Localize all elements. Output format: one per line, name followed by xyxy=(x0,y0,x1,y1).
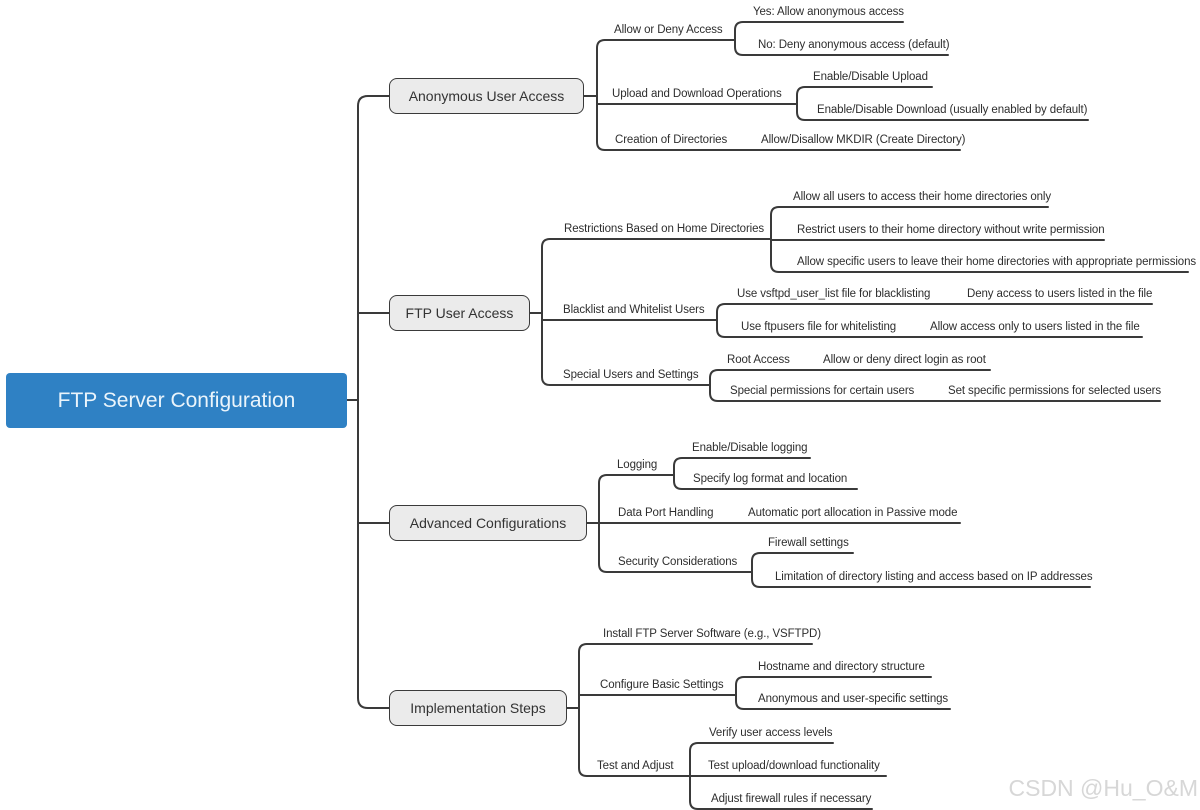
node-verify-user-access-levels[interactable]: Verify user access levels xyxy=(709,727,833,739)
branch-label: Anonymous User Access xyxy=(408,88,565,104)
connector-b4-configure-children xyxy=(735,676,951,710)
node-creation-of-directories[interactable]: Creation of Directories xyxy=(615,134,728,146)
branch-implementation-steps[interactable]: Implementation Steps xyxy=(389,690,567,726)
connector-b4-vertical xyxy=(578,643,588,777)
node-vsftpd-user-list-blacklisting[interactable]: Use vsftpd_user_list file for blacklisti… xyxy=(737,288,931,300)
branch-advanced-configurations[interactable]: Advanced Configurations xyxy=(389,505,587,541)
node-upload-download-operations[interactable]: Upload and Download Operations xyxy=(612,88,782,100)
connector-b2-vertical xyxy=(541,238,551,386)
node-allow-all-users-home[interactable]: Allow all users to access their home dir… xyxy=(793,191,1052,203)
node-ftpusers-whitelisting[interactable]: Use ftpusers file for whitelisting xyxy=(741,321,897,333)
node-configure-basic-settings[interactable]: Configure Basic Settings xyxy=(600,679,724,691)
csdn-watermark: CSDN @Hu_O&M xyxy=(1008,775,1199,801)
node-logging[interactable]: Logging xyxy=(617,459,658,471)
connector-b1-allow-deny-children xyxy=(734,21,949,56)
branch-label: Implementation Steps xyxy=(410,700,546,716)
node-allow-or-deny-access[interactable]: Allow or Deny Access xyxy=(614,24,723,36)
connector-b1-upload-children xyxy=(796,86,1089,121)
root-node-label: FTP Server Configuration xyxy=(57,388,296,412)
node-allow-access-only-listed[interactable]: Allow access only to users listed in the… xyxy=(930,321,1140,333)
node-specify-log-format[interactable]: Specify log format and location xyxy=(693,473,848,485)
node-enable-disable-download[interactable]: Enable/Disable Download (usually enabled… xyxy=(817,104,1088,116)
node-enable-disable-logging[interactable]: Enable/Disable logging xyxy=(692,442,808,454)
node-set-specific-permissions[interactable]: Set specific permissions for selected us… xyxy=(948,385,1162,397)
node-install-ftp-software[interactable]: Install FTP Server Software (e.g., VSFTP… xyxy=(603,628,821,640)
connector-b2-special-children xyxy=(709,369,1161,402)
connector-b1-vertical xyxy=(596,39,606,151)
node-enable-disable-upload[interactable]: Enable/Disable Upload xyxy=(813,71,928,83)
connector-b3-security-children xyxy=(751,552,1091,588)
node-allow-disallow-mkdir[interactable]: Allow/Disallow MKDIR (Create Directory) xyxy=(761,134,966,146)
node-restrictions-home-directories[interactable]: Restrictions Based on Home Directories xyxy=(564,223,765,235)
branch-anonymous-user-access[interactable]: Anonymous User Access xyxy=(389,78,584,114)
node-restrict-users-no-write[interactable]: Restrict users to their home directory w… xyxy=(797,224,1105,236)
node-allow-specific-users-leave[interactable]: Allow specific users to leave their home… xyxy=(797,256,1197,268)
node-limitation-directory-listing[interactable]: Limitation of directory listing and acce… xyxy=(775,571,1093,583)
node-test-upload-download[interactable]: Test upload/download functionality xyxy=(708,760,880,772)
connector-b2-blacklist-children xyxy=(716,303,1153,338)
node-hostname-directory-structure[interactable]: Hostname and directory structure xyxy=(758,661,925,673)
node-automatic-port-allocation[interactable]: Automatic port allocation in Passive mod… xyxy=(748,507,958,519)
node-anonymous-user-specific-settings[interactable]: Anonymous and user-specific settings xyxy=(758,693,949,705)
node-adjust-firewall-rules[interactable]: Adjust firewall rules if necessary xyxy=(711,793,872,805)
node-yes-allow-anonymous[interactable]: Yes: Allow anonymous access xyxy=(753,6,904,18)
branch-label: Advanced Configurations xyxy=(409,515,567,531)
node-security-considerations[interactable]: Security Considerations xyxy=(618,556,738,568)
node-deny-access-users-listed[interactable]: Deny access to users listed in the file xyxy=(967,288,1153,300)
node-special-users-settings[interactable]: Special Users and Settings xyxy=(563,369,699,381)
node-firewall-settings[interactable]: Firewall settings xyxy=(768,537,849,549)
node-blacklist-whitelist-users[interactable]: Blacklist and Whitelist Users xyxy=(563,304,705,316)
node-special-permissions-users[interactable]: Special permissions for certain users xyxy=(730,385,915,397)
node-no-deny-anonymous[interactable]: No: Deny anonymous access (default) xyxy=(758,39,950,51)
root-node[interactable]: FTP Server Configuration xyxy=(6,373,347,428)
node-allow-deny-root-login[interactable]: Allow or deny direct login as root xyxy=(823,354,986,366)
node-data-port-handling[interactable]: Data Port Handling xyxy=(618,507,714,519)
connector-trunk xyxy=(357,95,390,709)
connector-b3-logging-children xyxy=(673,457,858,490)
branch-label: FTP User Access xyxy=(405,305,514,321)
branch-ftp-user-access[interactable]: FTP User Access xyxy=(389,295,530,331)
node-root-access[interactable]: Root Access xyxy=(727,354,790,366)
node-test-and-adjust[interactable]: Test and Adjust xyxy=(597,760,674,772)
